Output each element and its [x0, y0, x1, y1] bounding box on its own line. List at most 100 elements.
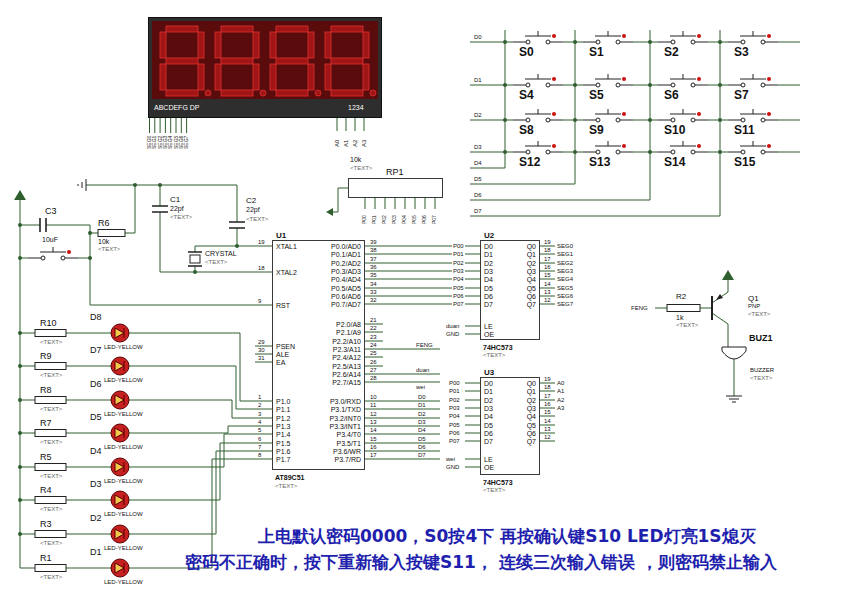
- pin-name: P2.4/A12: [332, 354, 361, 362]
- led-row: [20, 324, 129, 342]
- part-label: <TEXT>: [40, 406, 62, 413]
- pin-name: Q1: [527, 251, 536, 259]
- pin-name: P3.2/INT0: [329, 415, 361, 423]
- display-dot: [315, 90, 321, 96]
- pin-name: P1.2: [276, 415, 290, 423]
- net-label: P06: [422, 215, 427, 224]
- push-button: [728, 109, 778, 122]
- pin-label: 16: [370, 444, 377, 450]
- display-dot: [370, 90, 376, 96]
- net-label: P03: [452, 268, 465, 275]
- pin-name: OE: [484, 331, 494, 339]
- pin-name: Q4: [527, 413, 536, 421]
- note-text: 密码不正确时，按下重新输入按键S11， 连续三次输入错误 ，则密码禁止输入: [185, 552, 777, 572]
- pin-name: D5: [484, 285, 493, 293]
- pin-label: D4: [474, 160, 482, 166]
- transistor-arrow: [716, 294, 723, 300]
- pin-label: D0: [418, 394, 426, 400]
- part-label: D1: [90, 547, 102, 557]
- part-label: U3: [484, 368, 494, 377]
- pin-label: 30: [258, 347, 265, 353]
- pin-label: GND: [446, 331, 459, 337]
- pin-name: D4: [484, 276, 493, 284]
- pin-label: 31: [258, 355, 265, 361]
- pin-label: 4: [258, 419, 261, 425]
- pin-label: duan: [416, 367, 429, 373]
- part-label: R5: [40, 452, 52, 462]
- pin-name: P0.0/AD0: [331, 243, 361, 251]
- net-label: SEG4: [168, 136, 173, 149]
- pin-label: 17: [370, 452, 377, 458]
- pin-label: LED-YELLOW: [104, 344, 143, 350]
- pin-name: P3.1/TXD: [331, 406, 361, 414]
- pin-label: D7: [418, 452, 426, 458]
- pin-name: XTAL2: [276, 269, 297, 277]
- push-button: [513, 141, 563, 154]
- reset-button: [28, 247, 78, 260]
- led-row: [20, 559, 129, 577]
- pin-name: Q7: [527, 438, 536, 446]
- part-label: D4: [90, 446, 102, 456]
- pin-name: Q7: [527, 301, 536, 309]
- part-label: U1: [276, 231, 286, 240]
- display-pin-wires: [150, 118, 365, 133]
- display-segment: [253, 32, 259, 58]
- net-label: SEG2: [158, 136, 163, 149]
- push-button: [728, 74, 778, 87]
- pin-label: 8: [258, 452, 261, 458]
- pin-label: 15: [544, 409, 551, 415]
- pin-label: duan: [446, 323, 459, 329]
- pin-label: 18: [544, 384, 551, 390]
- part-label: R8: [40, 385, 52, 395]
- display-segment: [276, 26, 308, 32]
- led-wires: [129, 333, 255, 568]
- part-label: <TEXT>: [246, 216, 268, 223]
- pin-name: EA: [276, 359, 285, 367]
- pin-label: 13: [370, 419, 377, 425]
- part-label: D2: [90, 513, 102, 523]
- part-label: R10: [40, 318, 57, 328]
- part-label: <TEXT>: [170, 214, 192, 221]
- pin-name: P3.3/INT1: [329, 423, 361, 431]
- net-label: SEG0: [147, 136, 152, 149]
- pin-name: P2.6/A14: [332, 371, 361, 379]
- display-segment: [276, 58, 308, 64]
- display-segment: [331, 58, 363, 64]
- switch-label: S10: [664, 123, 685, 137]
- part-label: CRYSTAL: [205, 250, 237, 258]
- pin-name: Q0: [527, 243, 536, 251]
- part-label: <TEXT>: [40, 439, 62, 446]
- pin-name: PSEN: [276, 343, 295, 351]
- net-label: SEG6: [179, 136, 184, 149]
- reset-wires: [20, 185, 255, 305]
- switch-label: S9: [589, 123, 604, 137]
- part-label: <TEXT>: [40, 473, 62, 480]
- display-segment: [198, 32, 204, 58]
- pin-label: 27: [370, 367, 377, 373]
- pin-name: OE: [484, 464, 494, 472]
- part-label: D7: [90, 345, 102, 355]
- push-button: [728, 141, 778, 154]
- pin-label: SEG7: [557, 301, 573, 307]
- pin-name: P1.1: [276, 406, 290, 414]
- switch-label: S8: [519, 123, 534, 137]
- part-label: D3: [90, 479, 102, 489]
- part-label: R3: [40, 519, 52, 529]
- pin-label: 19: [544, 239, 551, 245]
- push-button: [728, 31, 778, 44]
- net-label: A3: [361, 140, 367, 147]
- pin-label: 33: [370, 289, 377, 295]
- part-label: Q1: [748, 294, 759, 303]
- net-label: P04: [452, 276, 465, 283]
- pin-label: 14: [544, 281, 551, 287]
- part-label: D5: [90, 412, 102, 422]
- pin-label: D3: [474, 144, 482, 150]
- part-label: D8: [90, 312, 102, 322]
- part-label: 1234: [348, 104, 364, 112]
- pin-label: GND: [446, 464, 459, 470]
- pin-label: P06: [449, 430, 460, 436]
- part-label: D6: [90, 379, 102, 389]
- pin-label: 15: [544, 272, 551, 278]
- part-label: C1: [170, 195, 180, 204]
